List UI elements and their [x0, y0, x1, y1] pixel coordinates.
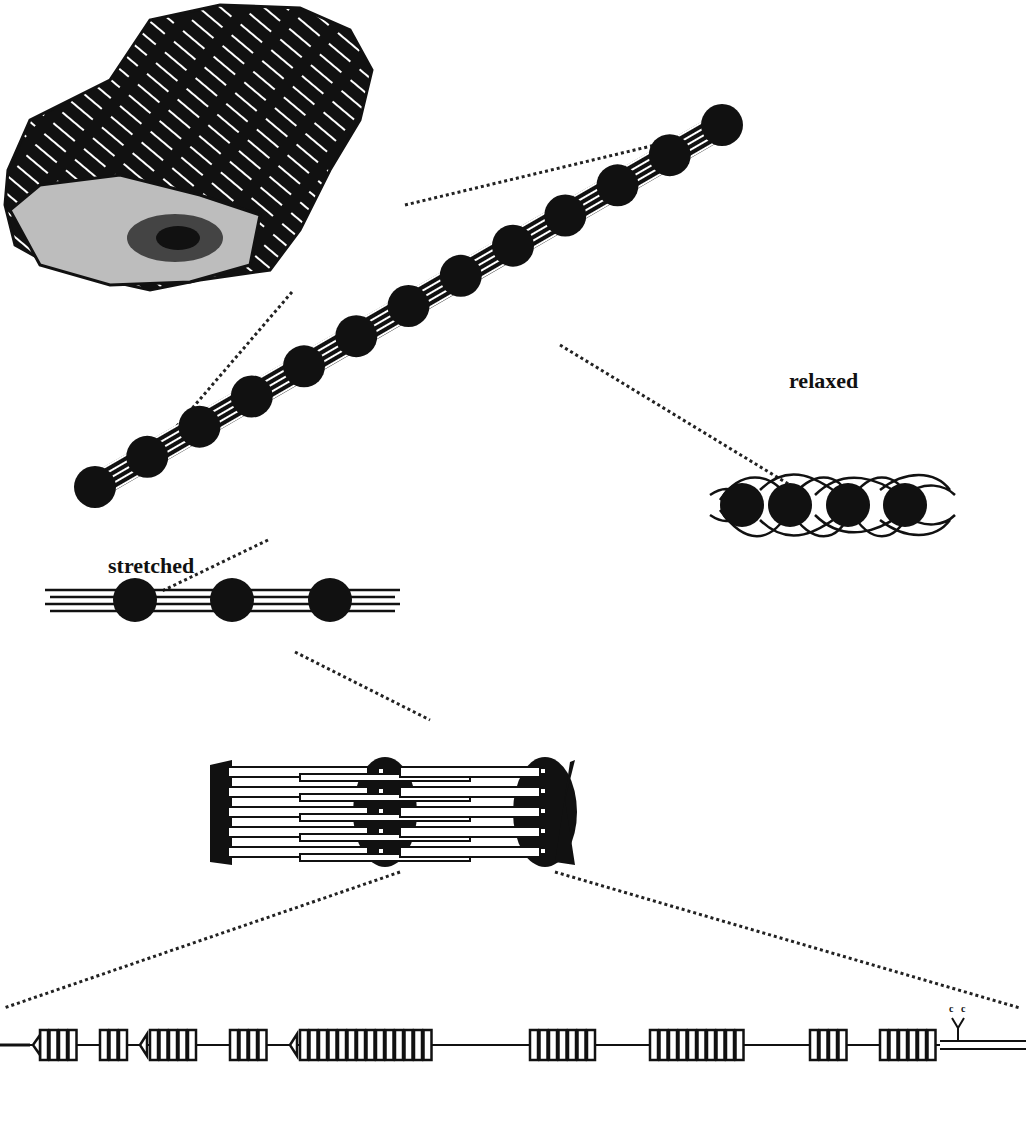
filament [400, 827, 540, 837]
ig-domain [899, 1030, 907, 1060]
sarcomere [210, 757, 577, 867]
ig-domain [717, 1030, 725, 1060]
ig-domain [829, 1030, 837, 1060]
ig-domain [890, 1030, 898, 1060]
ig-domain [540, 1030, 548, 1060]
filament-end [378, 768, 384, 774]
filament-end [378, 828, 384, 834]
ig-domain [679, 1030, 687, 1060]
filament-end [540, 828, 546, 834]
ig-domain [230, 1030, 238, 1060]
filament [400, 807, 540, 817]
state-label: stretched [108, 555, 194, 577]
ig-domain [188, 1030, 196, 1060]
ig-domain [820, 1030, 828, 1060]
ig-domain [909, 1030, 917, 1060]
z-disc-bead [388, 285, 430, 327]
ig-domain [150, 1030, 158, 1060]
ig-domain [110, 1030, 118, 1060]
ig-domain [549, 1030, 557, 1060]
ig-domain [660, 1030, 668, 1060]
filament-end [378, 848, 384, 854]
filament-end [378, 788, 384, 794]
z-disc-bead [283, 345, 325, 387]
z-disc-bead [335, 315, 377, 357]
ig-domain [119, 1030, 127, 1060]
ig-domain [386, 1030, 394, 1060]
cysteine-label: c [961, 1004, 965, 1014]
z-disc-bead [179, 406, 221, 448]
filament-end [540, 848, 546, 854]
ig-domain [357, 1030, 365, 1060]
ig-domain [559, 1030, 567, 1060]
ig-domain [669, 1030, 677, 1060]
ig-domain [300, 1030, 308, 1060]
leader-line [4, 130, 1020, 1008]
ig-domain [688, 1030, 696, 1060]
filament [400, 847, 540, 857]
ig-domain [414, 1030, 422, 1060]
ig-domain [918, 1030, 926, 1060]
z-disc-bead [74, 466, 116, 508]
ig-domain [160, 1030, 168, 1060]
ig-domain [50, 1030, 58, 1060]
z-disc-bead [701, 104, 743, 146]
ig-domain [424, 1030, 432, 1060]
ig-domain [367, 1030, 375, 1060]
ig-domain [698, 1030, 706, 1060]
ig-domain [928, 1030, 936, 1060]
ig-domain [59, 1030, 67, 1060]
ig-domain [310, 1030, 318, 1060]
ig-domain [405, 1030, 413, 1060]
state-label: relaxed [789, 370, 858, 392]
filament [400, 787, 540, 797]
ig-domain [707, 1030, 715, 1060]
cysteine-label: c [949, 1004, 953, 1014]
z-disc-bead [492, 225, 534, 267]
ig-domain [348, 1030, 356, 1060]
ig-domain [530, 1030, 538, 1060]
relaxed-filaments [710, 474, 955, 536]
ig-domain [249, 1030, 257, 1060]
titin-domains [0, 1018, 1026, 1060]
cardiomyocyte [5, 5, 372, 290]
ig-domain [376, 1030, 384, 1060]
filament-end [540, 788, 546, 794]
ig-domain [810, 1030, 818, 1060]
z-disc-bead [231, 376, 273, 418]
z-disc-bead [649, 134, 691, 176]
z-disc-bead [126, 436, 168, 478]
pevk-diamond [33, 1034, 297, 1056]
filament-end [540, 808, 546, 814]
filament-end [378, 808, 384, 814]
ig-domain [319, 1030, 327, 1060]
stretched-filaments [45, 578, 400, 622]
z-disc-bead [440, 255, 482, 297]
ig-domain [726, 1030, 734, 1060]
ig-domain [240, 1030, 248, 1060]
ig-domain [578, 1030, 586, 1060]
ig-domain [338, 1030, 346, 1060]
filament [400, 767, 540, 777]
ig-domain [650, 1030, 658, 1060]
ig-domain [259, 1030, 267, 1060]
ig-domain [880, 1030, 888, 1060]
ig-domain [179, 1030, 187, 1060]
filament-end [540, 768, 546, 774]
ig-domain [395, 1030, 403, 1060]
ig-domain [568, 1030, 576, 1060]
ig-domain [169, 1030, 177, 1060]
z-disc-bead [597, 164, 639, 206]
ig-domain [329, 1030, 337, 1060]
myofibril [74, 104, 743, 508]
ig-domain [69, 1030, 77, 1060]
ig-domain [587, 1030, 595, 1060]
z-disc-bead [544, 195, 586, 237]
ig-domain [736, 1030, 744, 1060]
ig-domain [839, 1030, 847, 1060]
ig-domain [100, 1030, 108, 1060]
